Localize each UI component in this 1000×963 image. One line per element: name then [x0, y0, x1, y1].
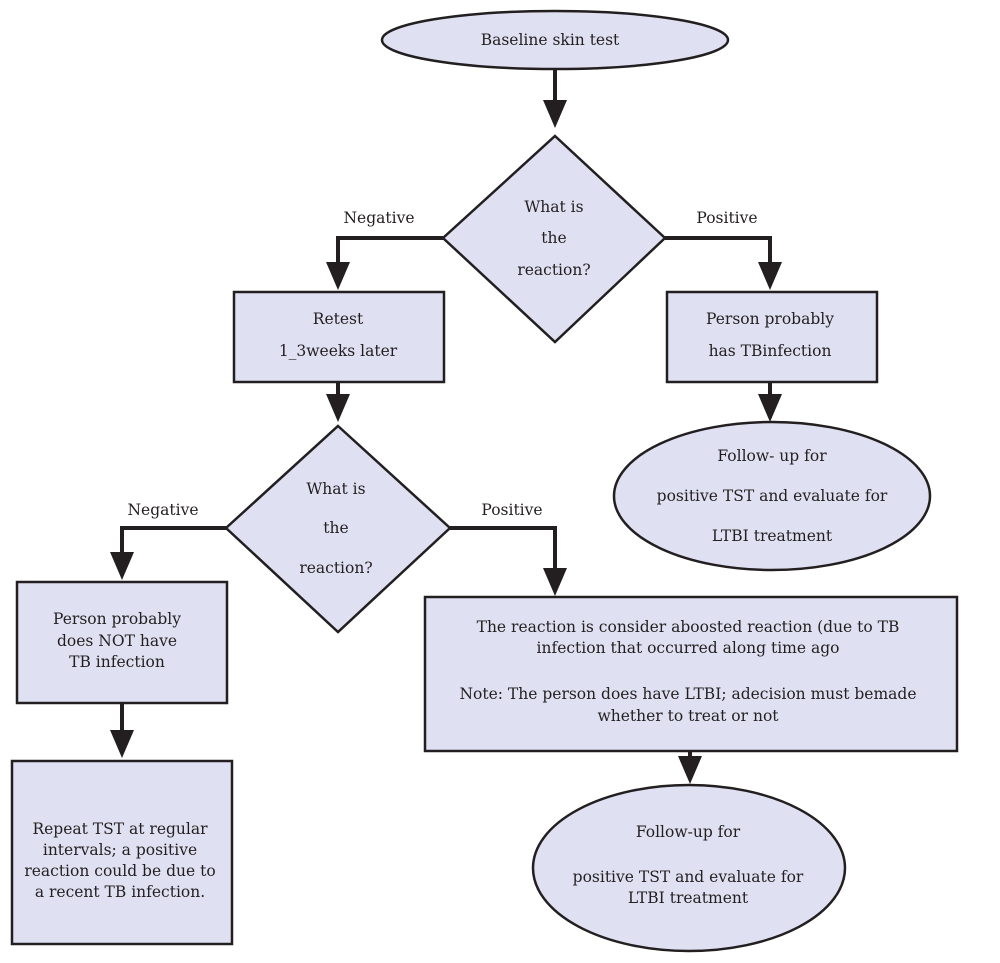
connectors: [110, 68, 782, 784]
node-boosted-box: [423, 595, 959, 753]
decision1-positive-label: Positive: [696, 209, 757, 227]
no-tb-label-line1: Person probably: [53, 610, 181, 628]
arrowhead: [326, 394, 350, 422]
followup1-label-line2: positive TST and evaluate for: [657, 487, 888, 505]
node-followup1-ellipse: [612, 420, 932, 572]
decision1-label-line2: the: [541, 229, 566, 247]
node-followup2-ellipse: [531, 783, 847, 953]
node-decision1-diamond: [441, 134, 667, 344]
probable-tb-label-line2: has TBinfection: [709, 342, 832, 360]
decision1-label-line3: reaction?: [517, 261, 590, 279]
repeat-label-line1: Repeat TST at regular: [32, 820, 208, 838]
edge-decision2-negative: [120, 526, 226, 552]
boosted-label-line3: Note: The person does have LTBI; adecisi…: [459, 685, 916, 703]
node-retest-box: [232, 290, 446, 384]
node-decision2-diamond: [224, 424, 452, 634]
node-repeat-box: [10, 759, 234, 946]
probable-tb-label-line1: Person probably: [706, 310, 834, 328]
arrowhead: [326, 262, 350, 290]
boosted-label-line1: The reaction is consider aboosted reacti…: [477, 618, 900, 636]
retest-label-line1: Retest: [313, 310, 364, 328]
edge-decision1-positive: [665, 236, 772, 262]
followup1-label-line1: Follow- up for: [717, 447, 827, 465]
node-probable-tb-box: [665, 290, 879, 384]
repeat-label-line2: intervals; a positive: [43, 841, 197, 859]
no-tb-label-line3: TB infection: [69, 653, 165, 671]
repeat-label-line4: a recent TB infection.: [35, 883, 205, 901]
decision2-negative-label: Negative: [127, 501, 198, 519]
shapes: [10, 9, 959, 953]
followup2-label-line2: positive TST and evaluate for: [573, 868, 804, 886]
arrowhead: [543, 100, 567, 128]
arrowhead: [758, 394, 782, 422]
decision2-label-line2: the: [323, 519, 348, 537]
followup1-label-line3: LTBI treatment: [712, 527, 833, 545]
followup2-label-line3: LTBI treatment: [628, 889, 749, 907]
decision2-label-line1: What is: [306, 480, 365, 498]
followup2-label-line1: Follow-up for: [636, 823, 741, 841]
decision2-label-line3: reaction?: [299, 559, 372, 577]
arrowhead: [110, 552, 134, 580]
edge-labels: Negative Positive Negative Positive: [127, 209, 757, 519]
arrowhead: [543, 568, 567, 596]
retest-label-line2: 1_3weeks later: [279, 342, 398, 360]
repeat-label-line3: reaction could be due to: [24, 862, 215, 880]
baseline-label: Baseline skin test: [481, 31, 620, 49]
decision2-positive-label: Positive: [481, 501, 542, 519]
decision1-label-line1: What is: [524, 198, 583, 216]
arrowhead: [758, 262, 782, 290]
edge-decision1-negative: [336, 236, 443, 262]
arrowhead: [110, 730, 134, 758]
node-baseline-ellipse: [380, 9, 730, 71]
edge-decision2-positive: [450, 526, 557, 568]
node-labels: Baseline skin test What is the reaction?…: [24, 31, 916, 907]
decision1-negative-label: Negative: [343, 209, 414, 227]
boosted-label-line4: whether to treat or not: [597, 707, 779, 725]
node-no-tb-box: [15, 580, 229, 705]
no-tb-label-line2: does NOT have: [57, 632, 177, 650]
boosted-label-line2: infection that occurred along time ago: [537, 639, 840, 657]
arrowhead: [678, 756, 702, 784]
